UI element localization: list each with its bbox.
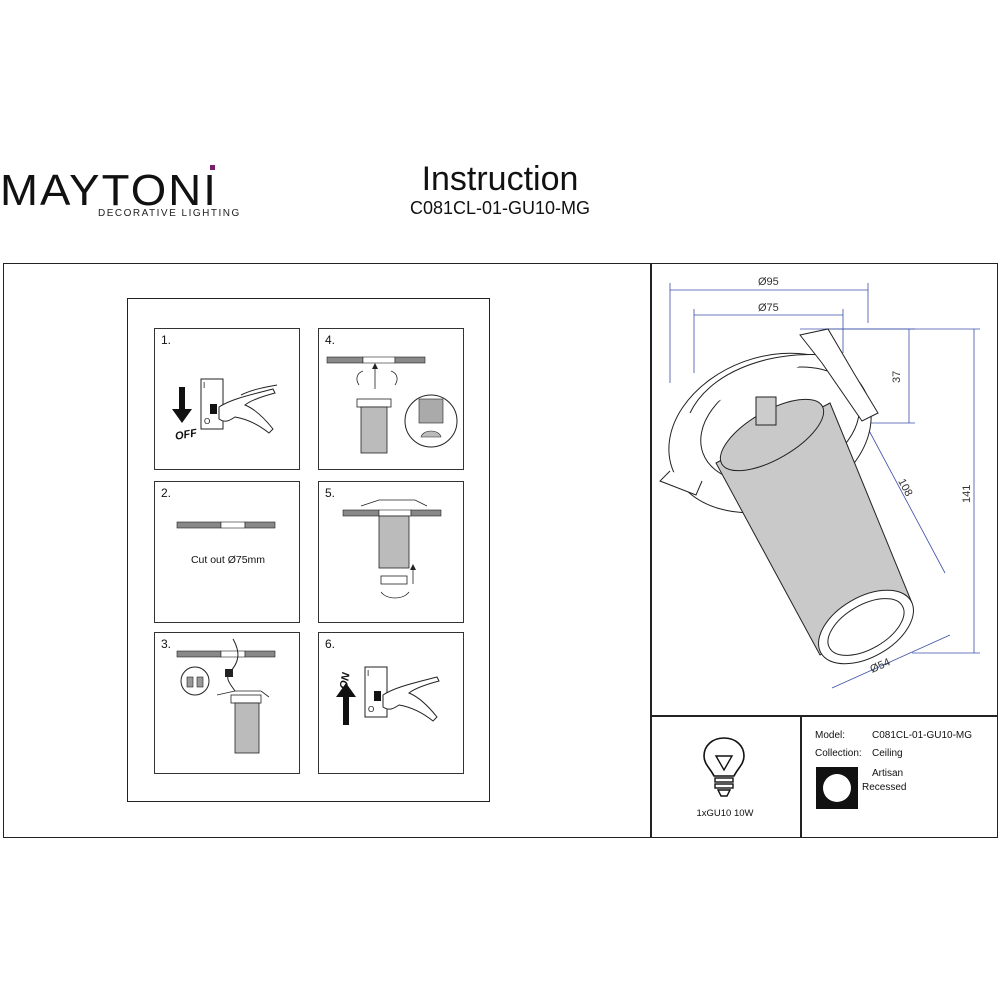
dim-total-height: 141 [961,485,973,503]
step-2-panel: 2. Cut out Ø75mm [154,481,300,623]
dim-outer-diameter: Ø95 [758,276,779,288]
bulb-label: 1xGU10 10W [696,808,754,819]
switch-off-mark: O [368,705,375,714]
bulb-ring [380,575,408,585]
arrow-down-icon [172,409,192,423]
model-key: Model: [815,730,846,741]
ceiling-cutout-illustration [176,521,276,529]
step-number: 3. [161,637,172,651]
dim-tube-diameter: Ø54 [868,656,892,675]
brand-tagline: DECORATIVE LIGHTING [98,208,241,219]
step-number: 5. [325,486,336,500]
technical-drawing: Ø95 Ø75 37 141 108 Ø54 [659,276,980,689]
step-number: 2. [161,486,172,500]
step-3-panel: 3. [154,632,300,774]
arrow-up-icon [336,683,356,697]
document-title: Instruction [421,160,579,198]
spec-column-divider [800,715,802,838]
collection-value: Ceiling [872,748,903,759]
switch-off-mark: O [204,417,211,426]
terminal-detail [180,666,210,696]
step-6-panel: 6. I O ON [318,632,464,774]
install-lamp-illustration [326,356,458,454]
collection-name-line2: Recessed [862,782,907,793]
instruction-frame [3,263,998,838]
svg-text:MAYTONI: MAYTONI [0,166,218,210]
insert-bulb-illustration [342,499,442,599]
rotate-arrow-icon [380,591,410,599]
frame-divider [650,263,652,838]
model-value: C081CL-01-GU10-MG [872,730,973,741]
spec-divider [650,715,998,717]
step-number: 1. [161,333,172,347]
step-1-panel: 1. I O OFF [154,328,300,470]
bulb-icon [703,737,745,797]
rotate-arrow-icon [356,370,364,386]
switch-on-illustration [336,666,440,725]
lamp-body [360,406,388,454]
brand-logo: MAYTONI [0,160,225,220]
dim-flange-height: 37 [891,371,903,383]
collection-key: Collection: [815,748,862,759]
switch-on-mark: I [367,669,370,678]
cutout-caption: Cut out Ø75mm [190,554,266,566]
document-code: C081CL-01-GU10-MG [409,198,591,218]
arrow-up-icon [410,564,416,570]
collection-name-line1: Artisan [872,768,904,779]
lamp-body [234,702,260,754]
recessed-icon [816,767,858,809]
brand-accent-dot [210,165,215,170]
switch-on-mark: I [203,381,206,390]
wire [227,638,239,692]
switch-off-illustration [172,378,278,434]
gu10-bulb-icon [420,430,442,438]
lamp-body [378,515,410,569]
step-number: 6. [325,637,336,651]
terminal-block-icon [225,669,233,677]
step-5-panel: 5. [318,481,464,623]
dim-cut-diameter: Ø75 [758,302,779,314]
brand-wordmark: MAYTONI [0,165,218,215]
step-number: 4. [325,333,336,347]
wiring-illustration [176,638,276,754]
step-4-panel: 4. [318,328,464,470]
dim-body-length: 108 [895,477,914,499]
steps-panel [127,298,490,802]
